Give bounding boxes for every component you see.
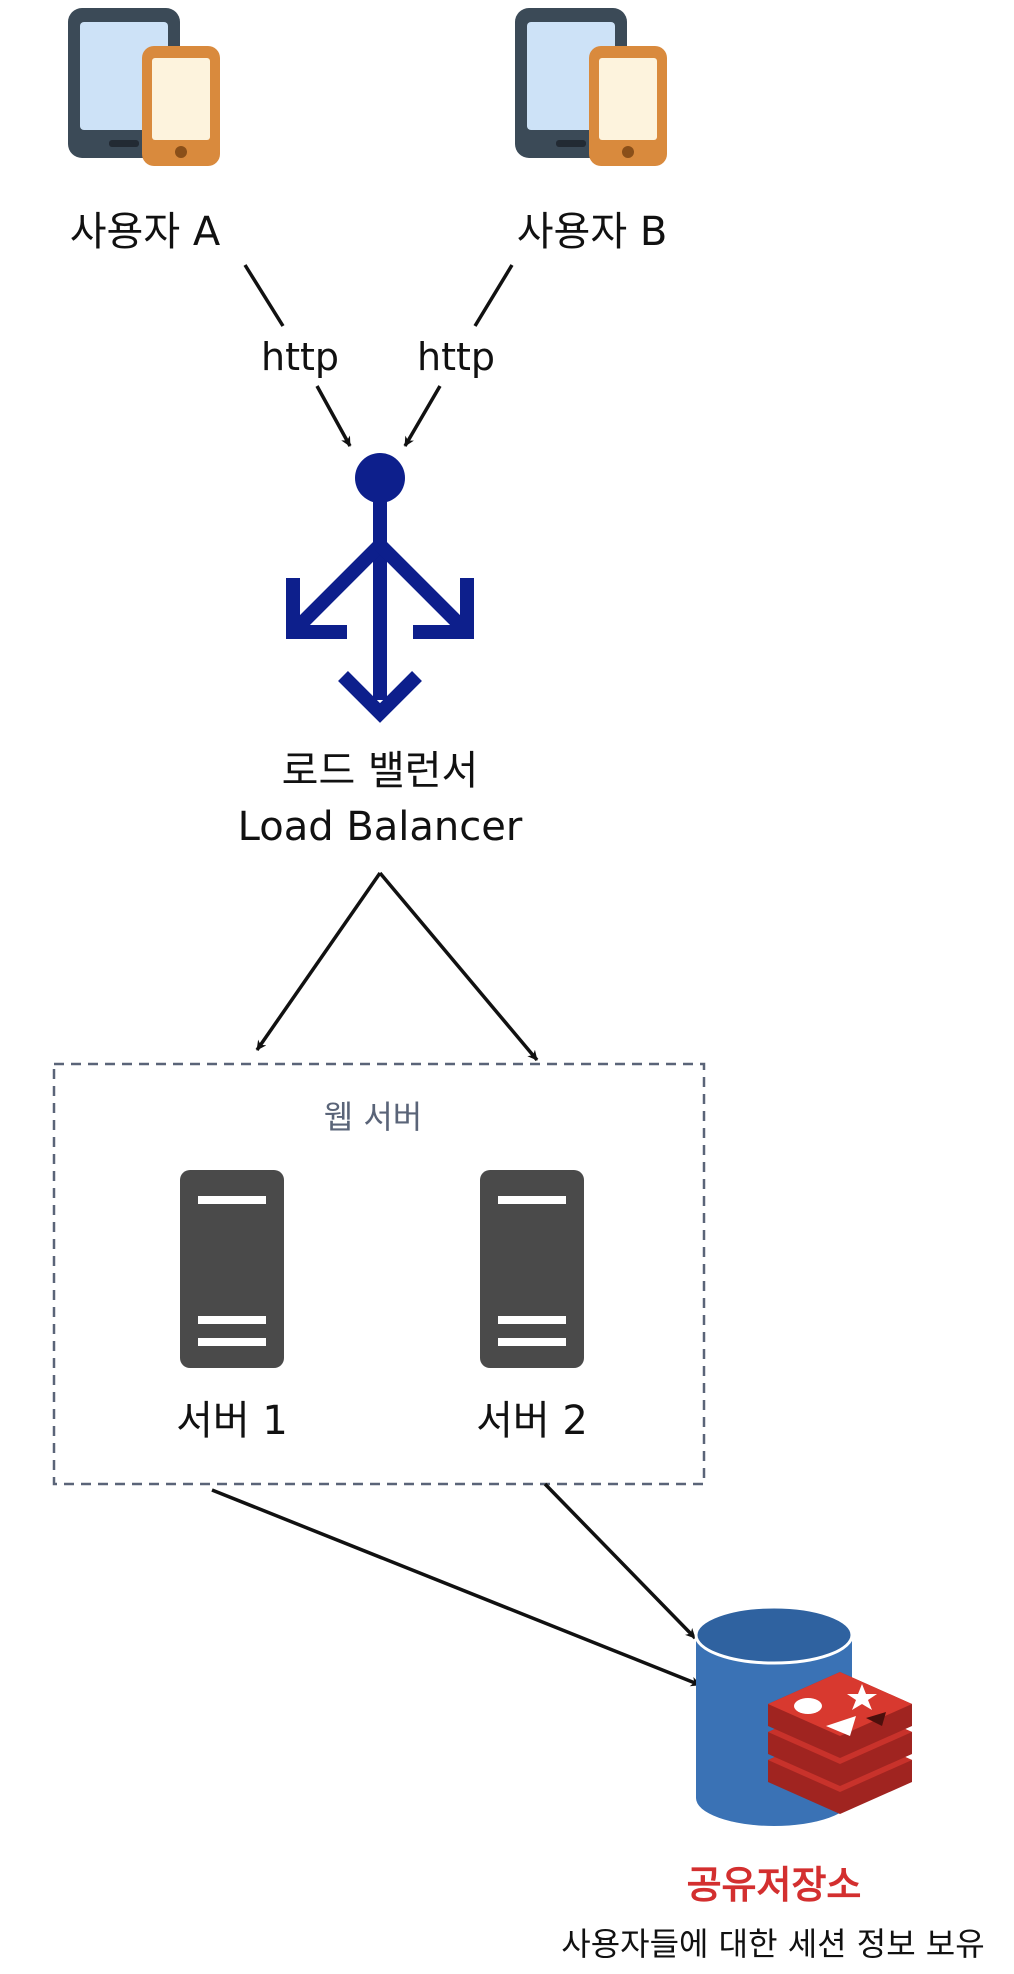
web-server-group-label: 웹 서버 [324,1098,423,1136]
load-balancer-label-en: Load Balancer [238,804,523,850]
shared-storage-title: 공유저장소 [687,1863,862,1907]
devices-icon [515,8,667,166]
edge-servers-to-storage [211,1482,701,1687]
server-1-label: 서버 1 [176,1398,288,1444]
edge-user-a-to-lb: http [243,264,352,447]
edge-label-http-a: http [261,335,339,379]
user-b-node: 사용자 B [515,8,667,255]
user-b-label: 사용자 B [517,209,668,255]
load-balancer-label-ko: 로드 밸런서 [282,748,479,794]
edge-user-b-to-lb: http [403,264,514,447]
server-icon [180,1170,284,1368]
server-icon [480,1170,584,1368]
user-a-node: 사용자 A [68,8,221,255]
shared-storage-node: 공유저장소 사용자들에 대한 세션 정보 보유 [561,1605,985,1963]
server-1-node: 서버 1 [176,1170,288,1444]
edge-label-http-b: http [417,335,495,379]
load-balancer-node: 로드 밸런서 Load Balancer [238,453,523,850]
load-balancer-icon [286,453,474,723]
server-2-label: 서버 2 [476,1398,588,1444]
user-a-label: 사용자 A [70,209,221,255]
redis-icon [768,1672,912,1814]
server-2-node: 서버 2 [476,1170,588,1444]
devices-icon [68,8,220,166]
web-server-group: 웹 서버 서버 1 서버 2 [52,1062,706,1486]
edge-lb-to-web-servers [255,871,539,1062]
shared-storage-description: 사용자들에 대한 세션 정보 보유 [561,1925,984,1963]
web-server-group-border [52,1062,706,1486]
